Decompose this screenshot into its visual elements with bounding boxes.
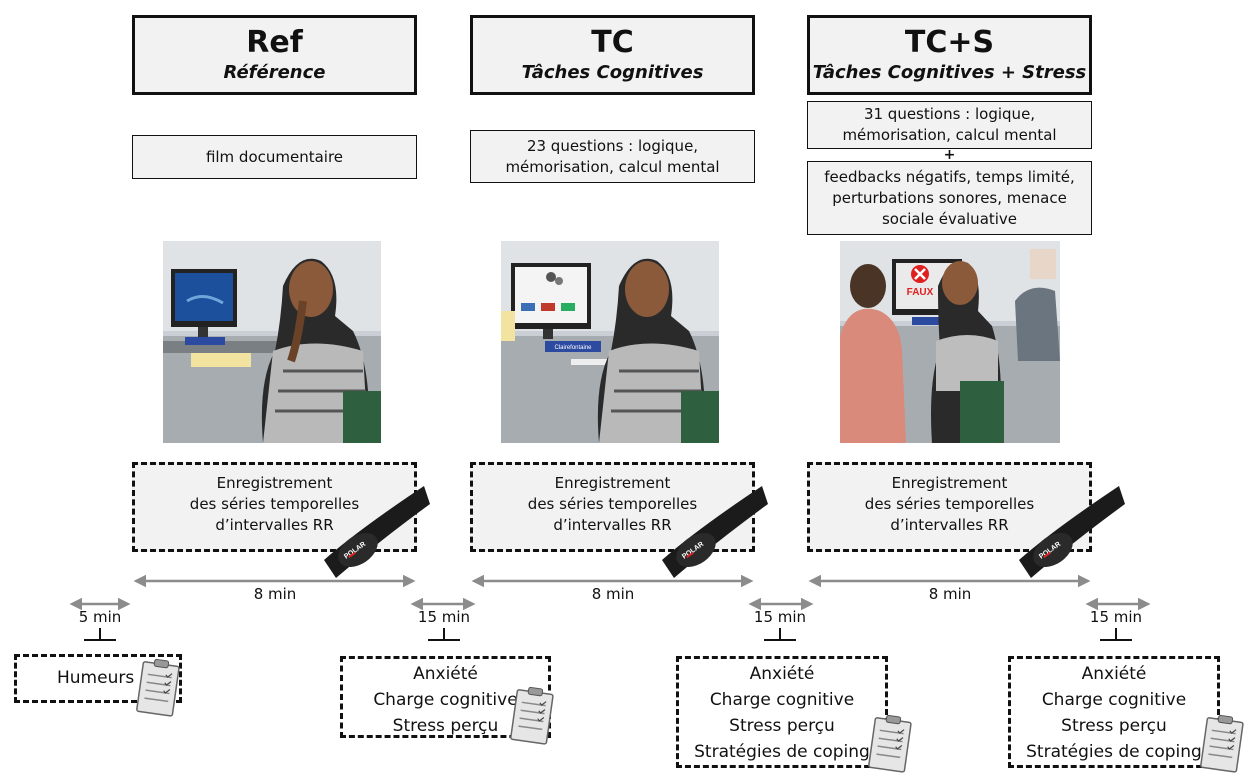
condition-header-tcs: TC+S Tâches Cognitives + Stress <box>807 15 1092 95</box>
description-tc: 23 questions : logique, mémorisation, ca… <box>470 130 755 183</box>
recording-line: des séries temporelles <box>864 495 1035 513</box>
recording-line: des séries temporelles <box>527 495 698 513</box>
questionnaire-item: Stress perçu <box>729 716 835 736</box>
questionnaire-box-tc: Anxiété Charge cognitive Stress perçu St… <box>676 656 888 768</box>
feedback-text: FAUX <box>907 287 934 298</box>
questionnaire-item: Anxiété <box>1081 664 1147 684</box>
recording-line: des séries temporelles <box>189 495 360 513</box>
questionnaire-box-tcs: Anxiété Charge cognitive Stress perçu St… <box>1008 656 1220 768</box>
recording-line: Enregistrement <box>891 474 1008 492</box>
questionnaire-item: Anxiété <box>749 664 815 684</box>
recording-line: Enregistrement <box>554 474 671 492</box>
post-duration-label-tc: 15 min <box>753 608 807 626</box>
description-tcs-stress: feedbacks négatifs, temps limité, pertur… <box>807 161 1092 235</box>
questionnaire-item: Stratégies de coping <box>1026 742 1202 762</box>
condition-header-ref: Ref Référence <box>132 15 417 95</box>
duration-label-ref: 8 min <box>253 585 297 603</box>
condition-subtitle: Référence <box>223 62 326 83</box>
questionnaire-item: Stress perçu <box>1061 716 1167 736</box>
description-tcs: 31 questions : logique, mémorisation, ca… <box>807 101 1092 149</box>
condition-header-tc: TC Tâches Cognitives <box>470 15 755 95</box>
condition-title: TC <box>591 25 634 60</box>
post-duration-label-tcs: 15 min <box>1089 608 1143 626</box>
heart-monitor-belt-icon: POLAR <box>324 486 430 578</box>
clipboard-icon <box>1200 714 1244 773</box>
questionnaire-item: Stress perçu <box>392 716 499 736</box>
post-duration-label-ref: 15 min <box>417 608 471 626</box>
condition-title: TC+S <box>904 25 995 60</box>
plus-sign: + <box>943 147 956 163</box>
recording-box-tcs: Enregistrement des séries temporelles d’… <box>807 462 1092 552</box>
questionnaire-item: Charge cognitive <box>373 690 518 710</box>
heart-monitor-belt-icon: POLAR <box>1019 486 1125 578</box>
connector <box>1100 628 1132 641</box>
connector <box>764 628 796 641</box>
clipboard-icon <box>136 658 180 717</box>
recording-line: Enregistrement <box>216 474 333 492</box>
questionnaire-item: Charge cognitive <box>709 690 855 710</box>
clipboard-icon <box>510 686 554 745</box>
questionnaire-item: Humeurs <box>57 668 135 688</box>
recording-line: d’intervalles RR <box>215 516 334 534</box>
photo-tc: Clairefontaine <box>501 241 719 443</box>
duration-label-tcs: 8 min <box>928 585 972 603</box>
evaluator-person <box>840 308 906 443</box>
questionnaire-item: Charge cognitive <box>1041 690 1187 710</box>
questionnaire-item: Anxiété <box>413 664 478 684</box>
condition-title: Ref <box>246 25 303 60</box>
connector <box>428 628 460 641</box>
pre-duration-label: 5 min <box>78 608 122 626</box>
duration-label-tc: 8 min <box>591 585 635 603</box>
clipboard-icon <box>868 714 912 773</box>
recording-line: d’intervalles RR <box>890 516 1009 534</box>
heart-monitor-belt-icon: POLAR <box>662 486 768 578</box>
condition-subtitle: Tâches Cognitives + Stress <box>812 62 1087 83</box>
connector <box>84 628 116 641</box>
brand-label: Clairefontaine <box>554 345 592 351</box>
photo-ref <box>163 241 381 443</box>
photo-tcs: FAUX <box>840 241 1060 443</box>
condition-subtitle: Tâches Cognitives <box>521 62 704 83</box>
description-ref: film documentaire <box>132 135 417 179</box>
recording-line: d’intervalles RR <box>553 516 672 534</box>
questionnaire-item: Stratégies de coping <box>694 742 870 762</box>
